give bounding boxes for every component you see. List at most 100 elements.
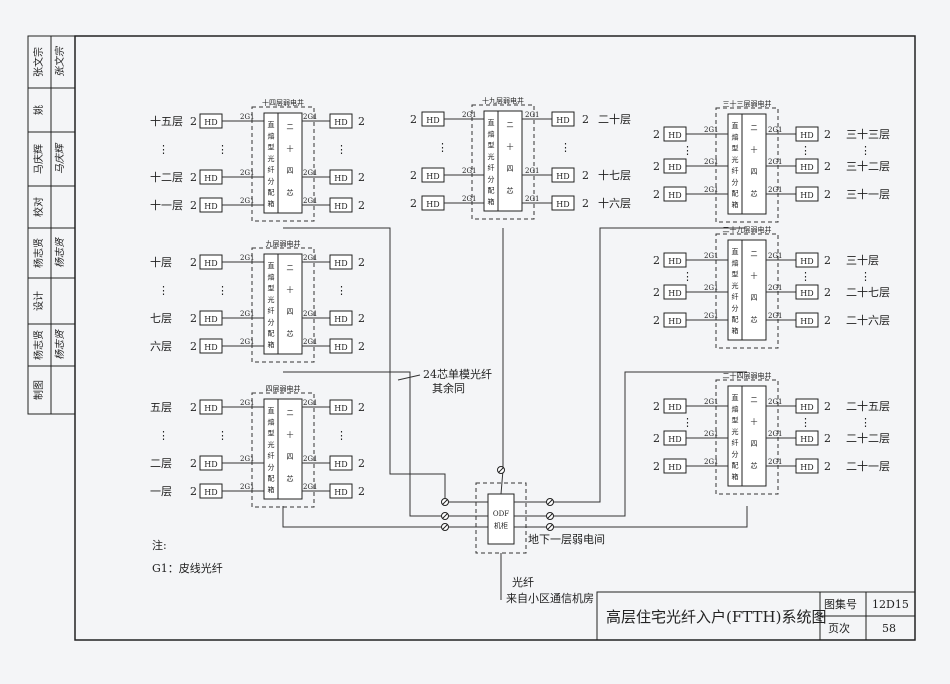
g1-label: 2G1 bbox=[768, 312, 783, 320]
g1-label: 2G1 bbox=[303, 113, 318, 121]
basement-room: 地下一层弱电间 bbox=[528, 533, 605, 546]
splitter-char: 分 bbox=[488, 174, 495, 183]
stamp-rows: 张文宗张文宗姚马庆辉马庆辉校对杨志贤杨志贤设计杨志贤杨志贤制图 bbox=[28, 45, 75, 415]
weak-current-shaft bbox=[251, 106, 315, 222]
trunk-fiber bbox=[500, 228, 504, 495]
splitter-char: 直 bbox=[268, 120, 275, 129]
splitter-char: 型 bbox=[732, 270, 739, 279]
splitter-char: 配 bbox=[732, 190, 739, 198]
hd-label: HD bbox=[668, 317, 681, 326]
splitter-char: 熔 bbox=[268, 417, 275, 426]
splitter-char: 纤 bbox=[732, 166, 739, 175]
hd-label: HD bbox=[556, 116, 569, 125]
hd-label: HD bbox=[800, 317, 813, 326]
g1-label: 2G1 bbox=[462, 111, 477, 119]
port-count: 2 bbox=[824, 432, 831, 445]
g1-label: 2G1 bbox=[525, 111, 540, 119]
core-char: 十 bbox=[287, 430, 294, 439]
ellipsis: ⋮ bbox=[217, 429, 228, 442]
splitter-char: 型 bbox=[732, 144, 739, 153]
splitter-char: 光 bbox=[268, 295, 275, 304]
splitter-char: 直 bbox=[488, 118, 495, 127]
splitter-char: 光 bbox=[732, 281, 739, 290]
floor-label: 二十六层 bbox=[846, 313, 890, 327]
floor-label: 二十七层 bbox=[846, 285, 890, 299]
port-count: 2 bbox=[824, 128, 831, 141]
hd-box bbox=[795, 458, 819, 474]
port-count: 2 bbox=[653, 286, 660, 299]
hd-label: HD bbox=[204, 488, 217, 497]
hd-box bbox=[329, 399, 353, 415]
floor-label: 二十五层 bbox=[846, 399, 890, 413]
g1-label: 2G1 bbox=[303, 169, 318, 177]
splitter-char: 纤 bbox=[268, 306, 275, 315]
core-char: 二 bbox=[507, 121, 514, 129]
floor-label: 五层 bbox=[150, 401, 172, 414]
hd-label: HD bbox=[800, 257, 813, 266]
port-count: 2 bbox=[824, 286, 831, 299]
core-char: 四 bbox=[287, 308, 294, 316]
port-count: 2 bbox=[824, 188, 831, 201]
port-count: 2 bbox=[653, 314, 660, 327]
g1-label: 2G1 bbox=[462, 195, 477, 203]
port-count: 2 bbox=[190, 171, 197, 184]
g1-label: 2G1 bbox=[704, 186, 719, 194]
port-count: 2 bbox=[190, 312, 197, 325]
core-char: 四 bbox=[751, 168, 758, 176]
g1-label: 2G1 bbox=[704, 398, 719, 406]
port-count: 2 bbox=[582, 169, 589, 182]
odf-label-2: 机柜 bbox=[494, 521, 508, 530]
splitter-char: 直 bbox=[732, 121, 739, 130]
hd-box bbox=[329, 483, 353, 499]
hd-label: HD bbox=[800, 191, 813, 200]
hd-box bbox=[329, 338, 353, 354]
splitter-char: 直 bbox=[268, 406, 275, 415]
hd-label: HD bbox=[204, 460, 217, 469]
g1-label: 2G1 bbox=[240, 399, 255, 407]
floor-label: 十一层 bbox=[150, 198, 183, 212]
hd-label: HD bbox=[800, 131, 813, 140]
splitter-char: 纤 bbox=[732, 292, 739, 301]
ellipsis: ⋮ bbox=[158, 429, 169, 442]
hd-box bbox=[795, 126, 819, 142]
hd-box bbox=[329, 310, 353, 326]
port-count: 2 bbox=[190, 199, 197, 212]
hd-label: HD bbox=[668, 257, 681, 266]
splitter-char: 分 bbox=[268, 462, 275, 471]
splitter-box bbox=[727, 385, 767, 487]
ellipsis: ⋮ bbox=[336, 429, 347, 442]
splitter-char: 熔 bbox=[268, 131, 275, 140]
ellipsis: ⋮ bbox=[800, 416, 811, 429]
g1-label: 2G1 bbox=[303, 254, 318, 262]
port-count: 2 bbox=[190, 115, 197, 128]
port-count: 2 bbox=[410, 113, 417, 126]
hd-label: HD bbox=[668, 403, 681, 412]
hd-label: HD bbox=[800, 163, 813, 172]
drawing-title: 高层住宅光纤入户(FTTH)系统图 bbox=[606, 608, 826, 626]
hd-label: HD bbox=[334, 118, 347, 127]
port-count: 2 bbox=[824, 460, 831, 473]
core-char: 芯 bbox=[751, 189, 758, 198]
note-title: 注: bbox=[152, 538, 167, 552]
g1-label: 2G1 bbox=[768, 158, 783, 166]
splitter-char: 分 bbox=[732, 303, 739, 312]
splitter-char: 光 bbox=[268, 154, 275, 163]
hd-label: HD bbox=[426, 200, 439, 209]
ellipsis: ⋮ bbox=[800, 270, 811, 283]
port-count: 2 bbox=[653, 432, 660, 445]
g1-label: 2G1 bbox=[704, 312, 719, 320]
g1-label: 2G1 bbox=[303, 310, 318, 318]
stamp-name: 杨志贤 bbox=[32, 238, 45, 268]
port-count: 2 bbox=[190, 457, 197, 470]
g1-label: 2G1 bbox=[768, 398, 783, 406]
odf-box bbox=[487, 493, 515, 545]
hd-label: HD bbox=[334, 202, 347, 211]
hd-box bbox=[329, 113, 353, 129]
port-count: 2 bbox=[824, 400, 831, 413]
hd-label: HD bbox=[800, 435, 813, 444]
splitter-char: 纤 bbox=[732, 438, 739, 447]
splitter-char: 直 bbox=[732, 393, 739, 402]
hd-label: HD bbox=[668, 191, 681, 200]
